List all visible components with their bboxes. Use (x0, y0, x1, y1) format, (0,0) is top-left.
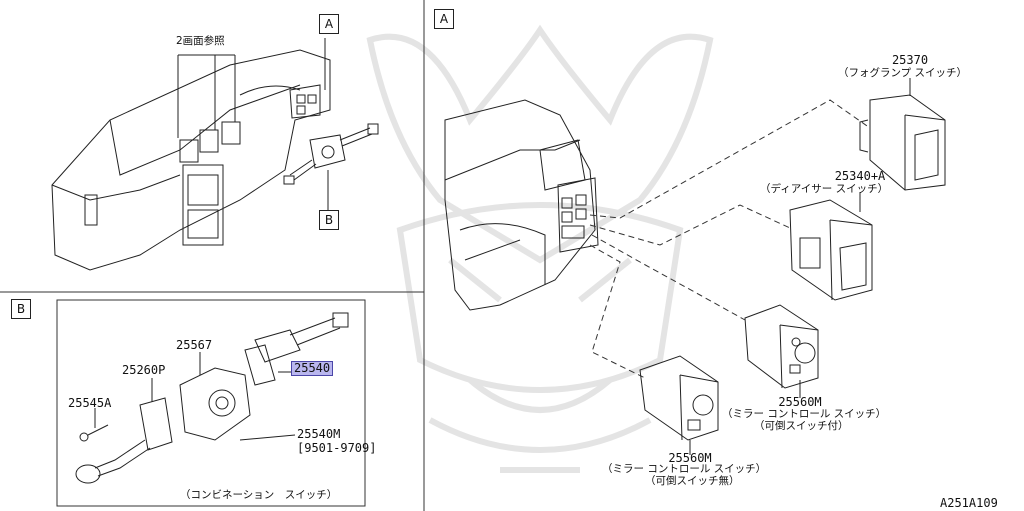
part-number-25567: 25567 (176, 338, 213, 352)
switch-name-mirror-without-fold: （ミラー コントロール スイッチ） (602, 463, 767, 475)
center-console-drawing (444, 99, 599, 311)
switch-name-deicer: （ディアイサー スイッチ） (760, 183, 889, 195)
section-label-a-overview: A (319, 14, 339, 34)
deicer-switch-drawing (789, 199, 873, 301)
switch-name-mirror-with-fold: （ミラー コントロール スイッチ） (722, 408, 887, 420)
mirror-switch-without-fold-drawing (639, 355, 719, 441)
part-number-25260p: 25260P (122, 363, 166, 377)
switch-name-fog-lamp: （フォグランプ スイッチ） (838, 67, 968, 79)
diagram-code: A251A109 (940, 496, 998, 510)
leader-lines-dashed (589, 99, 871, 379)
switch-part-25370: 25370 (891, 53, 929, 67)
part-range: [9501-9709] (297, 441, 377, 455)
section-label-b-reference: B (319, 210, 339, 230)
switch-part-25560m-without-fold: 25560M (668, 451, 712, 465)
switch-note-without-fold: （可倒スイッチ無） (645, 475, 740, 487)
mirror-switch-with-fold-drawing (744, 304, 819, 389)
watermark-emblem (366, 24, 714, 473)
combination-switch-exploded (75, 312, 349, 484)
section-label-b-panel: B (11, 299, 31, 319)
switch-note-with-fold: （可倒スイッチ付） (754, 420, 849, 432)
overview-note: 2画面参照 (176, 35, 225, 47)
part-number-25540m: 25540M (297, 427, 341, 441)
combination-switch-caption: （コンビネーション スイッチ） (180, 489, 338, 501)
section-label-a-panel: A (434, 9, 454, 29)
switch-part-25340a: 25340+A (834, 169, 886, 183)
combination-switch-small (283, 123, 379, 185)
part-number-25545a: 25545A (68, 396, 112, 410)
switch-part-25560m-with-fold: 25560M (778, 395, 822, 409)
part-number-25540-highlighted[interactable]: 25540 (291, 361, 334, 376)
dashboard-overview-drawing (51, 38, 331, 271)
